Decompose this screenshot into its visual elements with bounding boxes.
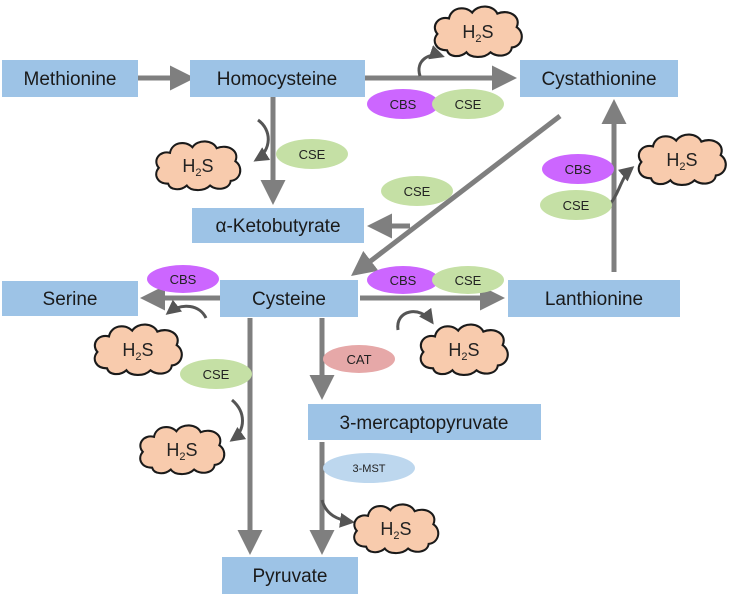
- node-pyruvate: Pyruvate: [222, 557, 358, 594]
- h2s-label: H2S: [448, 340, 479, 363]
- h2s-clouds: H2S H2S H2S H2S H2S H2S H2S: [93, 5, 727, 555]
- enzyme-cbs-cysteine-lanthionine: CBS: [367, 266, 439, 294]
- enzyme-cse-cysteine-lanthionine: CSE: [432, 266, 504, 294]
- enzyme-cat-cysteine-mercaptopyruvate: CAT: [323, 345, 395, 373]
- enzyme-labels: CBS CSE CSE CSE CBS CSE CBS CBS: [147, 89, 614, 483]
- h2s-label: H2S: [666, 150, 697, 173]
- h2s-label: H2S: [122, 340, 153, 363]
- node-ketobutyrate: α-Ketobutyrate: [192, 208, 364, 243]
- h2s-cloud-pyruvate: H2S: [139, 424, 226, 476]
- node-lanthionine: Lanthionine: [508, 280, 680, 317]
- h2s-label: H2S: [462, 22, 493, 45]
- enzyme-cbs-cysteine-serine: CBS: [147, 265, 219, 293]
- enzyme-cbs-label: CBS: [565, 162, 592, 177]
- h2s-cloud-right: H2S: [637, 133, 727, 187]
- node-methionine-label: Methionine: [24, 69, 117, 90]
- node-ketobutyrate-label: α-Ketobutyrate: [215, 216, 340, 237]
- node-homocysteine-label: Homocysteine: [217, 69, 337, 90]
- release-curve-cysteine-pyruvate: [229, 398, 247, 442]
- enzyme-cbs-label: CBS: [390, 273, 417, 288]
- node-pyruvate-label: Pyruvate: [253, 566, 328, 587]
- h2s-cloud-left-upper: H2S: [155, 140, 242, 192]
- node-methionine: Methionine: [2, 60, 138, 97]
- node-mercaptopyruvate-label: 3-mercaptopyruvate: [340, 413, 509, 434]
- enzyme-cse-cystathionine-cysteine: CSE: [381, 176, 453, 206]
- h2s-cloud-serine: H2S: [93, 323, 183, 377]
- enzyme-cse-label: CSE: [563, 198, 590, 213]
- enzyme-cse-label: CSE: [203, 367, 230, 382]
- release-curve-homocysteine-cystathionine: [417, 45, 445, 77]
- enzyme-cse-label: CSE: [299, 147, 326, 162]
- enzyme-cse-label: CSE: [455, 273, 482, 288]
- node-cysteine: Cysteine: [220, 280, 358, 317]
- release-curve-homocysteine-ketobutyrate: [253, 118, 271, 162]
- enzyme-cbs-homocysteine-cystathionine: CBS: [367, 89, 439, 119]
- release-curve-cysteine-serine: [165, 299, 208, 319]
- enzyme-mst-mercaptopyruvate-pyruvate: 3-MST: [323, 453, 415, 483]
- h2s-label: H2S: [182, 156, 213, 179]
- enzyme-cse-lanthionine-cystathionine: CSE: [540, 190, 612, 220]
- release-curve-cysteine-lanthionine: [396, 307, 434, 331]
- enzyme-cse-label: CSE: [455, 97, 482, 112]
- enzyme-cbs-label: CBS: [390, 97, 417, 112]
- enzyme-cbs-label: CBS: [170, 272, 197, 287]
- node-cystathionine: Cystathionine: [520, 60, 678, 97]
- node-cysteine-label: Cysteine: [252, 289, 326, 310]
- enzyme-cse-homocysteine-cystathionine: CSE: [432, 89, 504, 119]
- node-homocysteine: Homocysteine: [190, 60, 365, 97]
- node-lanthionine-label: Lanthionine: [545, 289, 643, 310]
- enzyme-cse-homocysteine-ketobutyrate: CSE: [276, 139, 348, 169]
- h2s-cloud-lanthionine: H2S: [419, 323, 509, 377]
- node-mercaptopyruvate: 3-mercaptopyruvate: [308, 404, 541, 440]
- enzyme-cbs-lanthionine-cystathionine: CBS: [542, 154, 614, 184]
- arrow-cystathionine-to-cysteine: [351, 114, 562, 277]
- node-serine-label: Serine: [43, 289, 98, 310]
- h2s-cloud-top: H2S: [433, 5, 523, 59]
- node-serine: Serine: [2, 281, 138, 316]
- h2s-label: H2S: [166, 440, 197, 463]
- reaction-arrows: [138, 65, 627, 555]
- enzyme-cat-label: CAT: [346, 352, 371, 367]
- h2s-cloud-mst: H2S: [353, 503, 440, 555]
- enzyme-cse-label: CSE: [404, 184, 431, 199]
- enzyme-cse-cysteine-pyruvate: CSE: [180, 359, 252, 389]
- release-curve-mercaptopyruvate-pyruvate: [320, 499, 355, 528]
- metabolite-nodes: Methionine Homocysteine Cystathionine α-…: [2, 60, 680, 594]
- node-cystathionine-label: Cystathionine: [541, 69, 656, 90]
- h2s-label: H2S: [380, 519, 411, 542]
- enzyme-mst-label: 3-MST: [353, 463, 386, 475]
